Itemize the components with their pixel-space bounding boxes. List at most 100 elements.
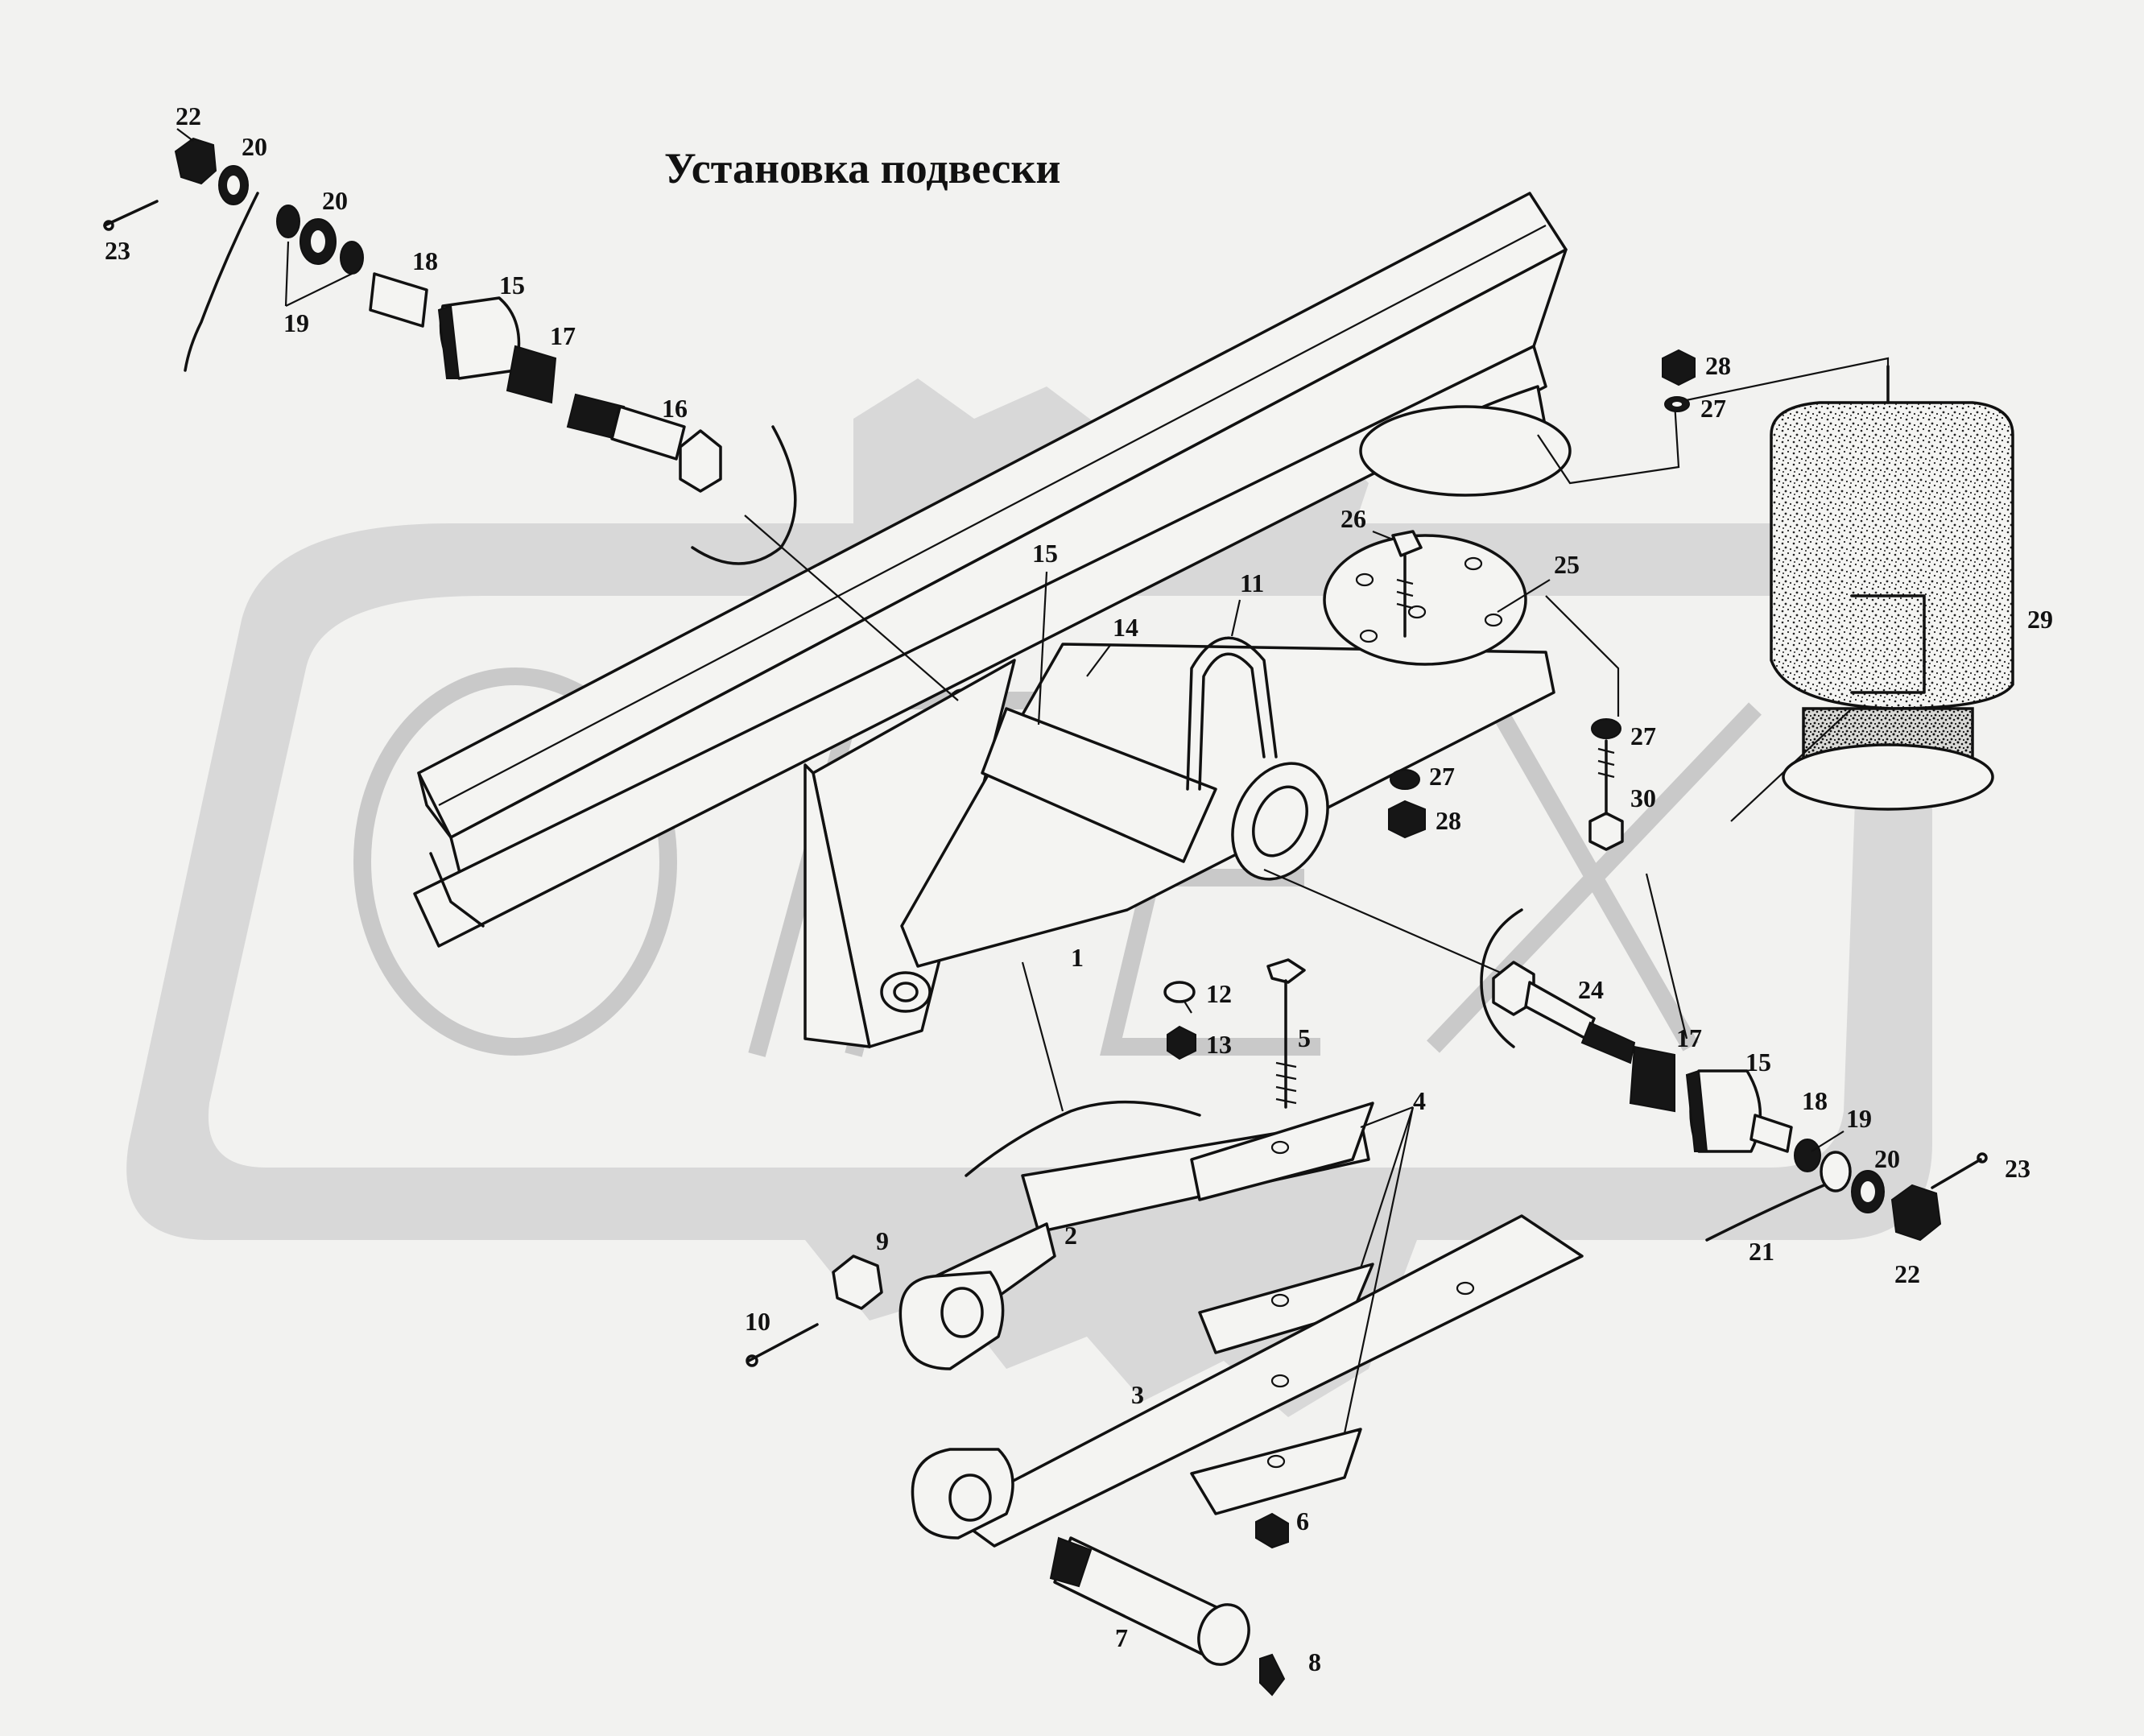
castle-nut-lower <box>1890 1184 1942 1242</box>
bolt-30-head <box>1588 812 1624 851</box>
callout-5: 5 <box>1298 1023 1311 1052</box>
leaf-3-center-hole <box>1270 1374 1290 1388</box>
pad-4-bottom <box>1190 1428 1362 1515</box>
callout-16: 16 <box>662 394 688 423</box>
callout-27-middle: 27 <box>1429 762 1455 791</box>
spring-pin-7-thread <box>1049 1536 1093 1588</box>
bracket-eye-inner <box>893 982 919 1002</box>
rubber-bushing-upper-shade <box>437 304 461 379</box>
u-bolt-inner <box>1198 652 1266 791</box>
brake-wire-lower <box>1705 1166 1845 1242</box>
plate-fasteners <box>1388 349 1853 1040</box>
bolt-26-thread <box>1396 578 1414 610</box>
bracket-side <box>803 763 871 1048</box>
axle-beam-body <box>900 643 1555 968</box>
castle-nut-upper <box>174 137 217 185</box>
cotter-pin-upper <box>103 200 159 227</box>
callout-15-lower: 15 <box>1745 1048 1771 1077</box>
callout-22-lower: 22 <box>1894 1259 1920 1288</box>
callout-24: 24 <box>1578 975 1604 1004</box>
bolt-26-head <box>1391 530 1423 557</box>
callout-10: 10 <box>745 1307 770 1336</box>
diagram-title: Установка подвески <box>664 144 1061 192</box>
spring-leaf-3 <box>948 1214 1584 1548</box>
callout-12: 12 <box>1206 979 1232 1008</box>
air-spring-bellows <box>1770 401 2014 710</box>
spring-pin-7-head <box>1197 1603 1250 1666</box>
spring-center-bolt <box>1163 958 1306 1109</box>
washer-lower-a <box>1820 1151 1852 1192</box>
washer-27-top-hole <box>1672 402 1682 407</box>
mount-disc <box>1359 405 1572 497</box>
nut-28-mid <box>1388 800 1426 839</box>
pad-4-mid-hole <box>1270 1293 1290 1308</box>
air-spring-base <box>1782 743 1994 811</box>
callout-15-upper: 15 <box>499 271 525 300</box>
callout-3: 3 <box>1131 1380 1144 1409</box>
callout-21: 21 <box>1749 1237 1774 1266</box>
callout-20-upper-left: 20 <box>242 132 267 161</box>
callout-2: 2 <box>1064 1221 1077 1250</box>
grease-nipple-8 <box>1259 1653 1286 1697</box>
callout-27-top: 27 <box>1700 394 1726 423</box>
lower-pin-assembly <box>1263 868 1988 1242</box>
watermark-frame <box>126 523 1933 1240</box>
callout-27-right: 27 <box>1630 721 1656 750</box>
callout-20-lower: 20 <box>1874 1144 1900 1173</box>
callout-30: 30 <box>1630 783 1656 812</box>
bolt-5-head <box>1266 958 1306 984</box>
pad-4-bottom-hole <box>1266 1454 1286 1469</box>
callout-6: 6 <box>1296 1507 1309 1536</box>
callout-22-upper: 22 <box>176 101 201 130</box>
front-bracket <box>803 659 1016 1048</box>
callout-1: 1 <box>1071 943 1084 972</box>
washer-lower-hole <box>1861 1181 1875 1202</box>
cotter-pin-lower <box>1931 1158 1982 1189</box>
spring-eye-lower <box>911 1448 1014 1540</box>
washer-upper-2-hole <box>311 230 325 253</box>
nut-13 <box>1167 1025 1196 1060</box>
callout-9: 9 <box>876 1226 889 1255</box>
sleeve-lower <box>1749 1114 1793 1153</box>
washer-27-mid <box>1390 769 1420 790</box>
cotter-pin-10-eye <box>746 1354 758 1367</box>
frame-rail <box>413 192 1568 948</box>
upper-leader <box>744 515 959 701</box>
air-spring-lower-leader <box>1730 708 1853 822</box>
pad-leaders <box>965 961 1415 1434</box>
callout-4: 4 <box>1413 1086 1426 1115</box>
bolt-shank-upper <box>610 405 686 461</box>
leaf-3-hole <box>1456 1281 1475 1296</box>
callout-20-upper-right: 20 <box>322 186 348 215</box>
rubber-bushing-lower-shade <box>1685 1069 1708 1152</box>
rail-end-profile-lower <box>429 852 485 928</box>
brake-wire-upper <box>184 192 259 372</box>
callout-leaders <box>176 128 1845 1152</box>
axle-tube-end <box>1231 762 1329 881</box>
bolt-thread-lower <box>1580 1021 1636 1064</box>
callout-18-upper: 18 <box>412 246 438 275</box>
axle-beam <box>900 643 1555 968</box>
cotter-pin-10 <box>747 1323 819 1362</box>
threaded-sleeve-upper <box>506 345 557 404</box>
callout-11: 11 <box>1240 568 1264 597</box>
nut-6 <box>1255 1512 1289 1549</box>
callout-17-upper: 17 <box>550 321 576 350</box>
callout-13: 13 <box>1206 1030 1232 1059</box>
spring-arc <box>965 1100 1201 1177</box>
air-spring-leader <box>1537 357 1890 485</box>
cotter-pin-upper-eye <box>103 220 114 231</box>
callout-29: 29 <box>2027 605 2053 634</box>
air-spring <box>1770 365 2014 811</box>
rail-flange-edge <box>438 225 1547 806</box>
bolt-head-upper <box>679 429 722 493</box>
callout-15-middle: 15 <box>1032 539 1058 568</box>
bottom-plate <box>1323 534 1527 666</box>
callout-23-upper: 23 <box>105 236 130 265</box>
callout-7: 7 <box>1115 1623 1128 1652</box>
callout-28-top: 28 <box>1705 351 1731 380</box>
rail-end-profile <box>417 771 452 839</box>
callout-25: 25 <box>1554 550 1580 579</box>
bottom-plate-holes <box>1355 556 1503 643</box>
